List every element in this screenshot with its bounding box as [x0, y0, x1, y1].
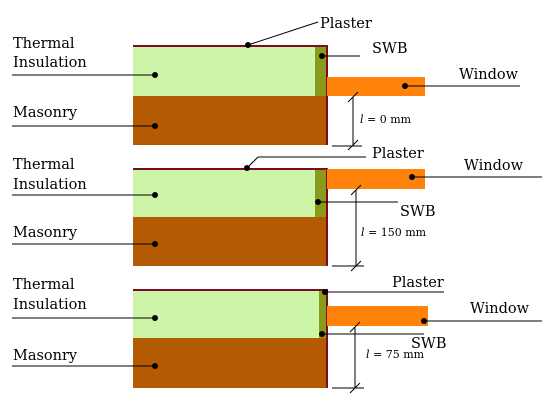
swb-label: SWB — [372, 41, 408, 57]
window-label: Window — [470, 301, 530, 317]
masonry-label: Masonry — [13, 348, 78, 364]
insulation-marker — [152, 72, 158, 78]
masonry-label: Masonry — [13, 225, 78, 241]
plaster-layer-top — [133, 45, 326, 47]
masonry-marker — [152, 241, 158, 247]
plaster-marker — [322, 289, 328, 295]
swb-marker — [319, 331, 325, 337]
plaster-label: Plaster — [392, 275, 444, 291]
window-label: Window — [464, 158, 524, 174]
plaster-layer-side — [326, 289, 328, 388]
plaster-layer-side — [326, 168, 328, 266]
thermal-label-line1: Thermal — [13, 36, 75, 52]
thermal-label-line2: Insulation — [13, 55, 87, 71]
plaster-marker — [244, 165, 250, 171]
thermal-label-line2: Insulation — [13, 297, 87, 313]
insulation-marker — [152, 315, 158, 321]
window-frame — [327, 169, 425, 189]
plaster-label: Plaster — [372, 146, 424, 162]
swb-marker — [319, 53, 325, 59]
insulation-layer — [133, 291, 319, 338]
window-label: Window — [459, 67, 519, 83]
swb-marker — [315, 199, 321, 205]
swb-layer — [319, 291, 326, 338]
window-marker — [409, 174, 415, 180]
swb-layer — [315, 170, 326, 217]
window-marker — [402, 83, 408, 89]
plaster-layer-top — [133, 289, 326, 291]
swb-label: SWB — [400, 204, 436, 220]
window-marker — [421, 318, 427, 324]
window-frame — [327, 77, 425, 96]
panel-1: Plaster SWB Window Thermal Insulation Ma… — [12, 16, 520, 151]
plaster-layer-top — [133, 168, 326, 170]
insulation-marker — [152, 192, 158, 198]
thermal-label-line2: Insulation — [13, 177, 87, 193]
thermal-label-line1: Thermal — [13, 277, 75, 293]
dimension-label: l = 75 mm — [366, 348, 425, 361]
insulation-layer — [133, 47, 315, 96]
dimension-label: l = 150 mm — [361, 226, 427, 239]
swb-layer — [315, 47, 326, 96]
masonry-layer — [133, 96, 326, 145]
masonry-layer — [133, 217, 326, 266]
masonry-marker — [152, 123, 158, 129]
dimension-label: l = 0 mm — [360, 113, 412, 126]
masonry-label: Masonry — [13, 105, 78, 121]
panel-2: Plaster SWB Window Thermal Insulation Ma… — [12, 146, 542, 272]
masonry-layer — [133, 338, 326, 388]
plaster-marker — [245, 42, 251, 48]
panel-3: Plaster SWB Window Thermal Insulation Ma… — [12, 275, 542, 394]
swb-label: SWB — [411, 336, 447, 352]
masonry-marker — [152, 363, 158, 369]
thermal-label-line1: Thermal — [13, 157, 75, 173]
window-frame — [327, 306, 428, 326]
insulation-layer — [133, 170, 315, 217]
plaster-label: Plaster — [320, 16, 372, 32]
